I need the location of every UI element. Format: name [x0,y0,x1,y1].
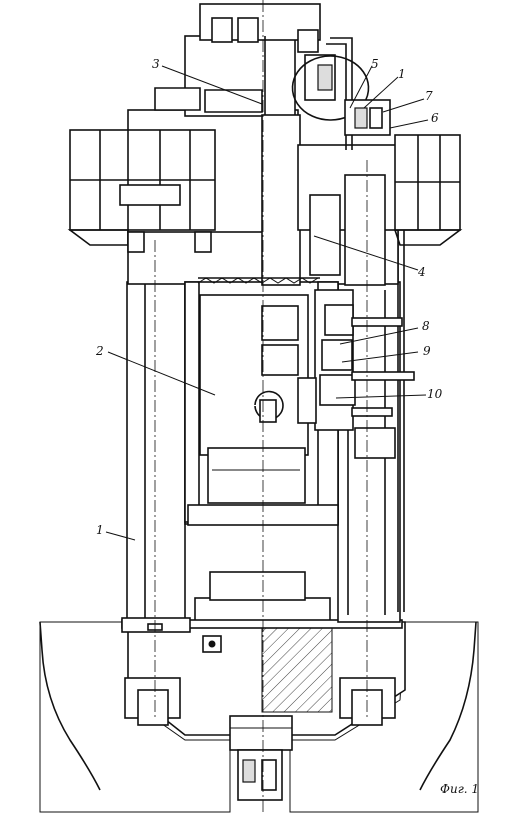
callout-label: 4 [418,265,426,279]
callout-label: 1 [398,67,406,81]
callout-label: 3 [152,57,160,71]
callout-label: 9 [423,344,431,358]
figure-caption: Фиг. 1 [440,782,480,796]
control-block [261,289,415,459]
left-platform [67,129,216,253]
centerlines [154,0,368,812]
ejector-cylinder [229,715,293,801]
callout-label: 8 [422,319,430,333]
right-platform [393,134,463,246]
leader-lines [105,65,429,541]
callout-label: 6 [431,111,439,125]
top-fittings [211,17,353,150]
callout-label: 2 [96,344,104,358]
callout-label: 7 [425,89,433,103]
callout-label: 10 [427,387,443,401]
detail-circle [291,55,391,136]
bolster [121,571,403,629]
foundation-block [124,621,406,736]
left-column [121,281,191,633]
callout-label: 5 [371,57,379,71]
callout-label: 1 [96,523,104,537]
